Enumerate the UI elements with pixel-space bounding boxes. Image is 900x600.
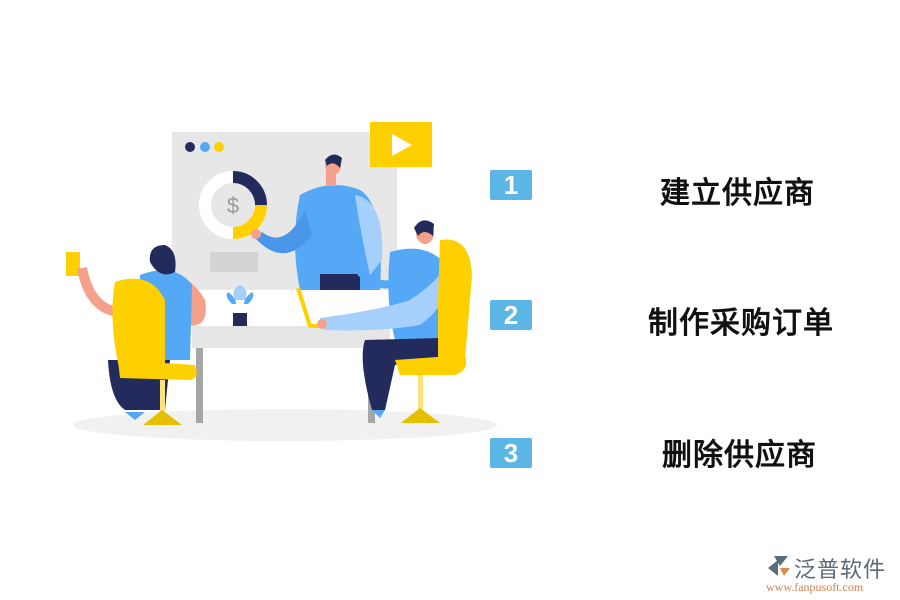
logo-mark-icon <box>768 556 790 576</box>
meeting-illustration: $ <box>66 122 497 441</box>
step-label: 制作采购订单 <box>648 306 834 341</box>
svg-text:$: $ <box>227 193 239 218</box>
step-label: 删除供应商 <box>662 438 817 473</box>
logo-url: www.fanpusoft.com <box>766 580 864 594</box>
logo-name: 泛普软件 <box>794 558 887 583</box>
step-number-badge: 3 <box>490 438 532 468</box>
step-number-badge: 2 <box>490 300 532 330</box>
step-label: 建立供应商 <box>660 176 815 211</box>
step-number-badge: 1 <box>490 170 532 200</box>
brand-logo: 泛普软件 www.fanpusoft.com <box>764 552 894 594</box>
